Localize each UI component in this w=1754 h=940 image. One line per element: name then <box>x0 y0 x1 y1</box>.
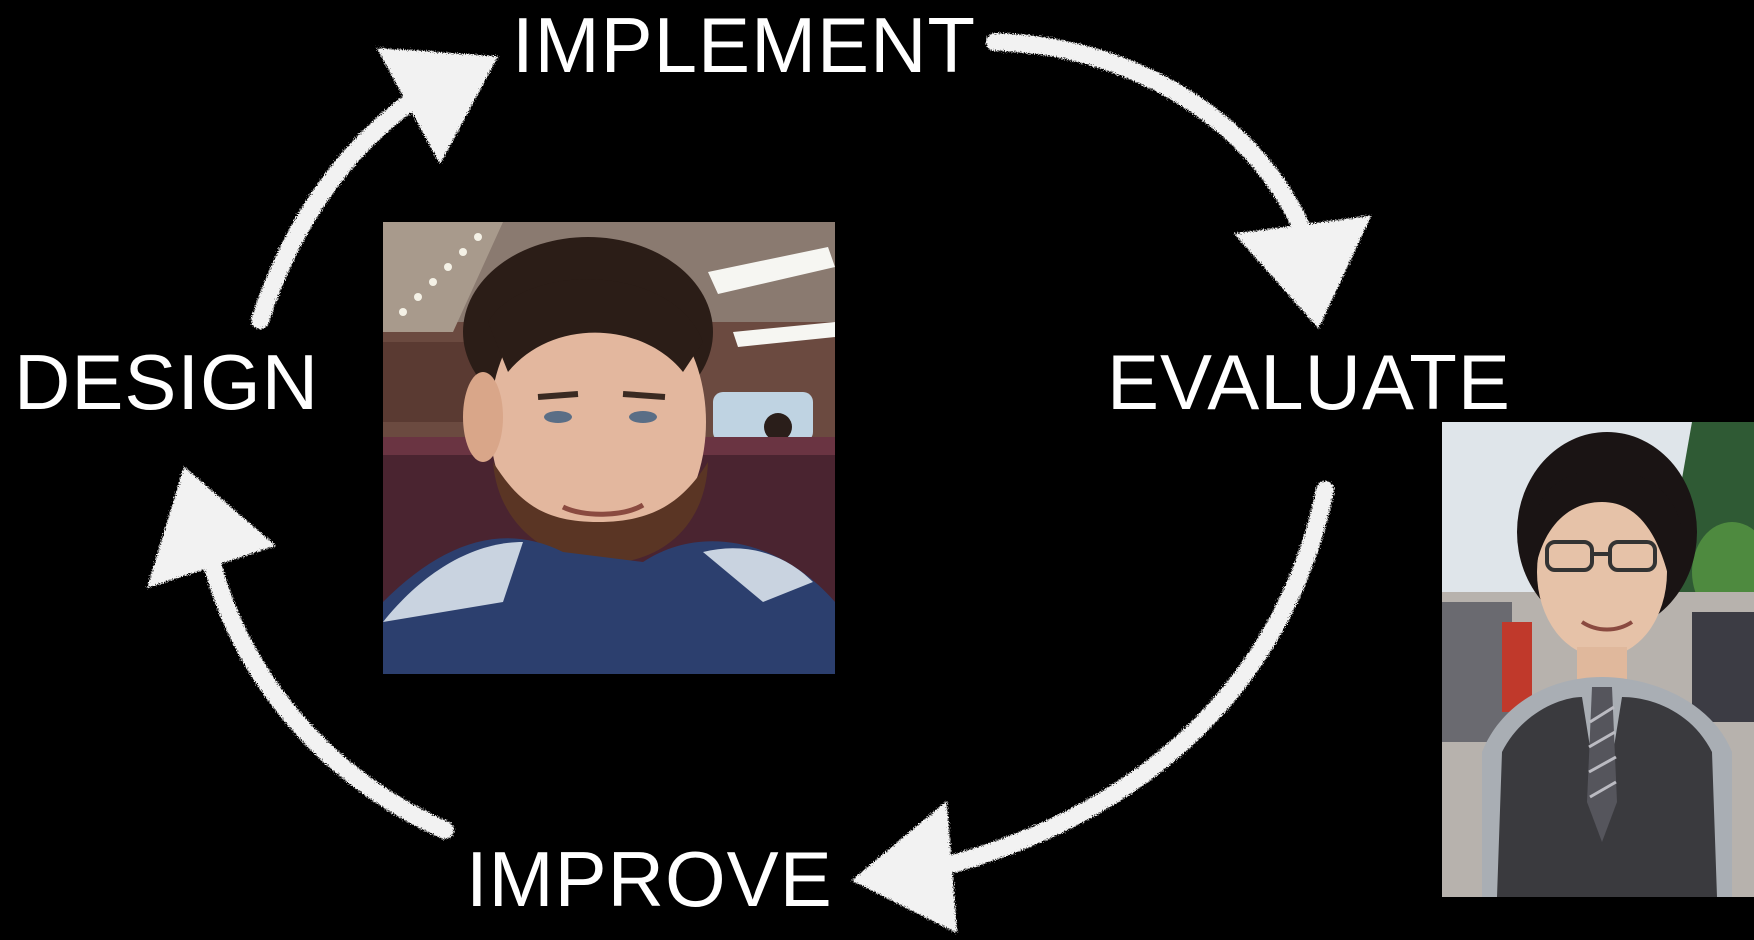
arrow-improve-to-design <box>201 546 454 839</box>
portrait-photo-left <box>383 222 835 674</box>
stage-label-implement: IMPLEMENT <box>512 1 977 89</box>
arrowhead-evaluate-icon <box>1233 215 1372 329</box>
arrow-evaluate-to-improve <box>921 481 1334 879</box>
portrait-photo-right <box>1442 422 1754 897</box>
arrow-design-to-implement <box>251 86 429 329</box>
arrowhead-implement-icon <box>376 47 499 165</box>
arrow-implement-to-evaluate <box>986 33 1319 259</box>
stage-label-evaluate: EVALUATE <box>1107 338 1511 426</box>
stage-label-improve: IMPROVE <box>466 835 833 923</box>
arrowhead-design-icon <box>146 466 276 589</box>
arrowhead-improve-icon <box>851 800 958 934</box>
stage-label-design: DESIGN <box>14 338 320 426</box>
